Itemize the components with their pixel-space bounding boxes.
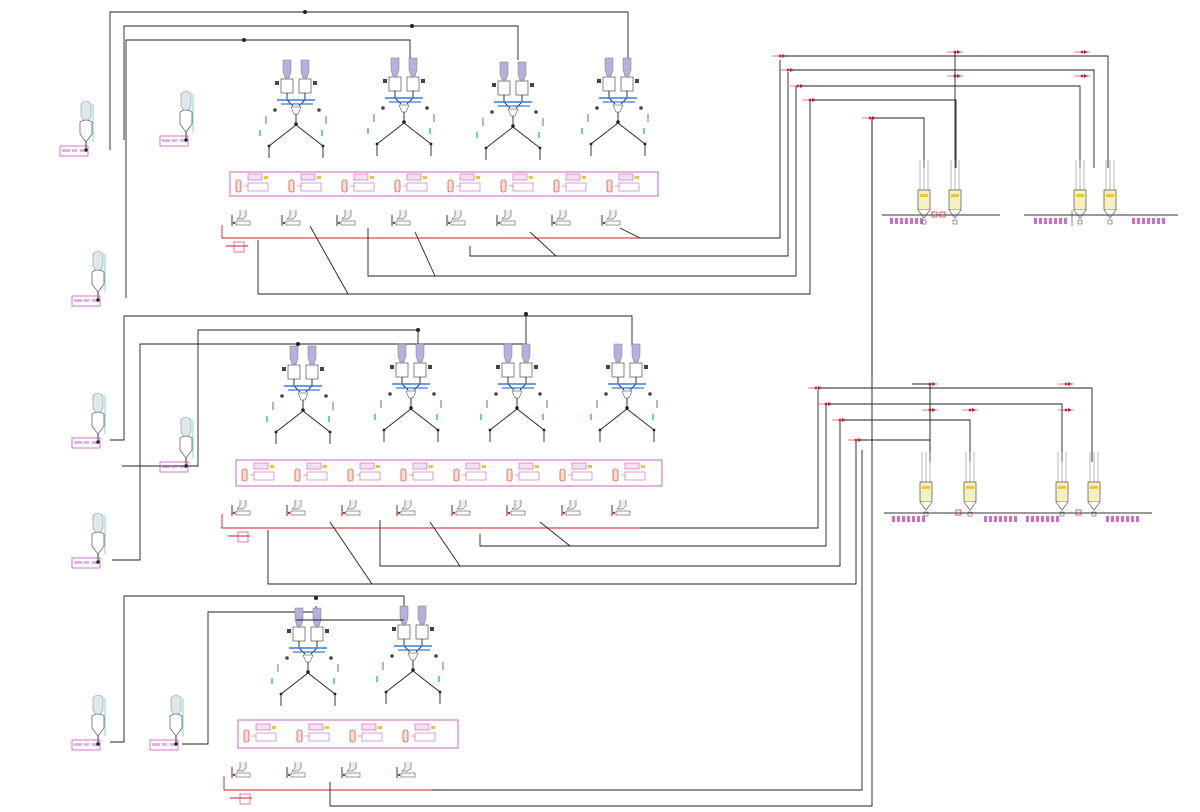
silo-2-c[interactable] bbox=[71, 512, 106, 569]
station-2-4[interactable] bbox=[590, 344, 658, 442]
silo-3-b[interactable] bbox=[149, 694, 184, 751]
receiver-u-2[interactable] bbox=[948, 159, 962, 225]
receiver-u-4[interactable] bbox=[1103, 159, 1117, 225]
station-1-2[interactable] bbox=[367, 58, 435, 156]
production-line-3 bbox=[71, 120, 873, 807]
production-line-2 bbox=[71, 312, 857, 585]
station-1-4[interactable] bbox=[581, 58, 649, 156]
production-line-1 bbox=[59, 10, 811, 307]
silo-3-a[interactable] bbox=[71, 694, 106, 751]
station-1-1[interactable] bbox=[259, 60, 327, 158]
distribution-group-lower bbox=[807, 381, 1153, 523]
receiver-l-4[interactable] bbox=[1087, 451, 1101, 517]
distribution-group-upper bbox=[771, 49, 1179, 380]
receiver-l-3[interactable] bbox=[1055, 451, 1069, 517]
receiver-u-1[interactable] bbox=[917, 159, 931, 225]
receiver-l-1[interactable] bbox=[919, 451, 933, 517]
receiver-u-3[interactable] bbox=[1073, 159, 1087, 225]
station-2-2[interactable] bbox=[374, 344, 442, 442]
mixer-bank-3 bbox=[237, 719, 459, 749]
station-1-3[interactable] bbox=[476, 62, 544, 160]
station-3-1[interactable] bbox=[271, 608, 339, 706]
mixer-bank-2 bbox=[235, 459, 663, 487]
silo-1-b[interactable] bbox=[159, 90, 194, 147]
silo-1-a[interactable] bbox=[59, 100, 94, 157]
silo-2-b[interactable] bbox=[159, 416, 194, 473]
station-3-2[interactable] bbox=[376, 606, 444, 704]
station-2-1[interactable] bbox=[266, 346, 334, 444]
receiver-l-2[interactable] bbox=[963, 451, 977, 517]
station-2-3[interactable] bbox=[480, 344, 548, 442]
silo-2-a[interactable] bbox=[71, 392, 106, 449]
mixer-bank-1 bbox=[229, 171, 659, 197]
silo-1-c[interactable] bbox=[71, 250, 106, 307]
